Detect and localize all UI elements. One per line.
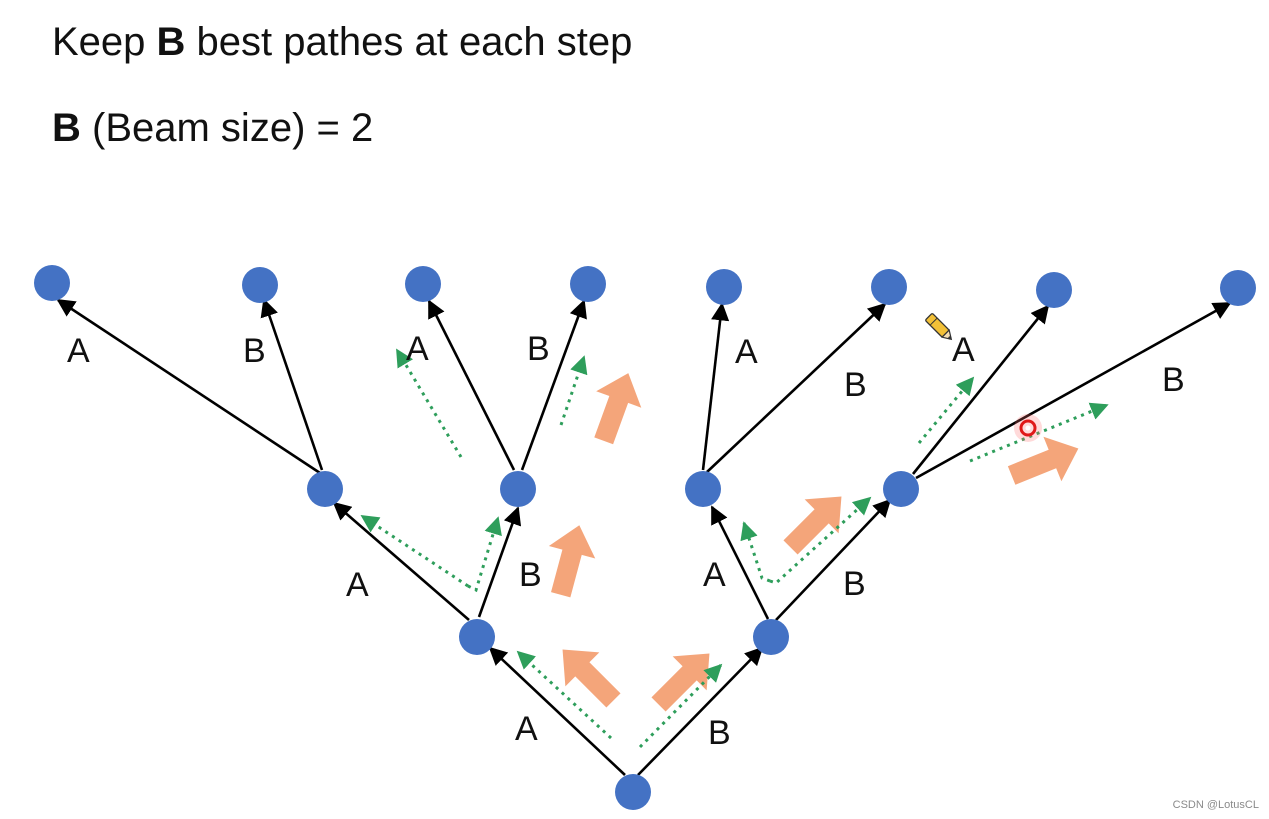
branch-label: A [515, 710, 538, 748]
edge-ba-baa [701, 302, 730, 471]
kept-path-arrow [467, 516, 502, 593]
edge-root-b [637, 646, 764, 776]
highlight-arrows [548, 373, 1079, 712]
highlight-arrow [1007, 436, 1079, 485]
kept-path-arrow [516, 650, 613, 740]
subtitle-bold-b: B [52, 106, 81, 150]
title-suffix: best pathes at each step [185, 20, 633, 64]
title-bold-b: B [156, 20, 186, 64]
node-ba [685, 471, 721, 507]
kept-path-arrow [969, 402, 1109, 463]
node-aaa [34, 265, 70, 301]
kept-path-arrow [360, 514, 469, 588]
edge-root-a [488, 646, 626, 776]
pencil-cursor-icon [925, 313, 953, 341]
branch-label: B [843, 565, 866, 603]
branch-label: A [406, 330, 429, 368]
edge-aa-aaa [56, 298, 321, 475]
highlight-arrow [783, 496, 842, 555]
kept-path-arrow [769, 496, 872, 585]
kept-path-arrow [638, 663, 723, 749]
node-bab [871, 269, 907, 305]
highlight-arrow [594, 373, 642, 445]
edge-bb-bbb [915, 301, 1232, 480]
slide-subtitle: B (Beam size) = 2 [52, 108, 373, 148]
slide-title: Keep B best pathes at each step [52, 22, 632, 62]
branch-label: A [735, 333, 758, 371]
watermark: CSDN @LotusCL [1172, 799, 1259, 811]
highlight-arrow [651, 653, 710, 712]
title-prefix: Keep [52, 20, 157, 64]
tree-nodes [34, 265, 1256, 810]
branch-label: B [1162, 361, 1185, 399]
node-b [753, 619, 789, 655]
edge-a-aa [332, 501, 470, 621]
branch-label: A [703, 556, 726, 594]
node-a [459, 619, 495, 655]
kept-path-arrow [740, 521, 771, 583]
node-bbb [1220, 270, 1256, 306]
edge-bb-bba [911, 304, 1050, 475]
node-baa [706, 269, 742, 305]
node-aa [307, 471, 343, 507]
branch-label: A [952, 331, 975, 369]
edge-a-ab [477, 506, 522, 618]
branch-label: B [844, 366, 867, 404]
highlight-arrow [548, 525, 596, 598]
node-aba [405, 266, 441, 302]
highlight-arrow [562, 649, 621, 708]
edge-ab-abb [520, 299, 587, 471]
node-ab [500, 471, 536, 507]
subtitle-suffix: (Beam size) = 2 [80, 106, 374, 150]
node-abb [570, 266, 606, 302]
node-aab [242, 267, 278, 303]
selected-path-arrows [360, 348, 1109, 749]
branch-label: A [346, 566, 369, 604]
edge-b-ba [710, 505, 770, 620]
branch-label: B [708, 714, 731, 752]
branch-label: B [519, 556, 542, 594]
node-bb [883, 471, 919, 507]
branch-label: A [67, 332, 90, 370]
node-root [615, 774, 651, 810]
edge-ab-aba [427, 299, 516, 471]
branch-label: B [527, 330, 550, 368]
branch-labels: A B A B A B A B A B A B A B [67, 330, 1185, 752]
edge-b-bb [775, 498, 892, 621]
branch-label: B [243, 332, 266, 370]
edge-ba-bab [706, 302, 887, 473]
node-bba [1036, 272, 1072, 308]
laser-pointer-icon [1014, 414, 1042, 442]
kept-path-arrow [559, 355, 588, 426]
tree-edges [56, 298, 1232, 776]
kept-path-arrow [917, 376, 975, 444]
edge-aa-aab [260, 298, 324, 471]
